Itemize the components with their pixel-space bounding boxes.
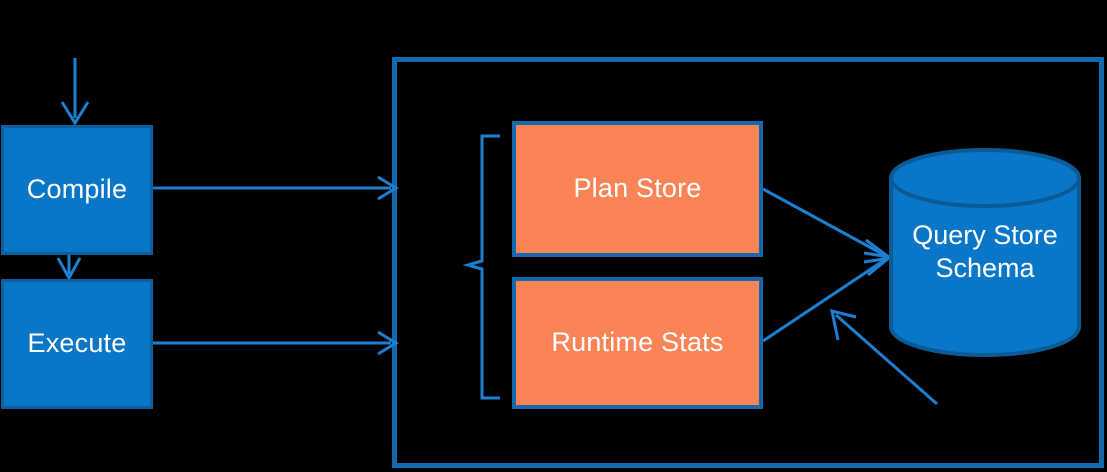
edge-compile-to-query-store [153,175,399,201]
edge-input-to-compile [60,58,90,126]
node-runtime-stats[interactable]: Runtime Stats [512,277,763,409]
node-plan-store[interactable]: Plan Store [512,121,763,257]
node-compile[interactable]: Compile [1,125,153,255]
edge-runtime-stats-to-schema [762,251,894,343]
edge-external-to-schema [830,308,938,406]
node-execute[interactable]: Execute [1,279,153,409]
group-bracket [462,134,500,400]
edge-execute-to-query-store [153,330,399,356]
edge-compile-to-execute [56,254,82,282]
edge-plan-store-to-schema [762,187,894,264]
node-plan-store-label: Plan Store [573,173,702,204]
node-compile-label: Compile [26,174,128,205]
node-execute-label: Execute [27,328,127,359]
query-store-container-outline [392,57,1104,468]
query-store-schema-cylinder [889,148,1081,357]
node-runtime-stats-label: Runtime Stats [551,327,724,358]
